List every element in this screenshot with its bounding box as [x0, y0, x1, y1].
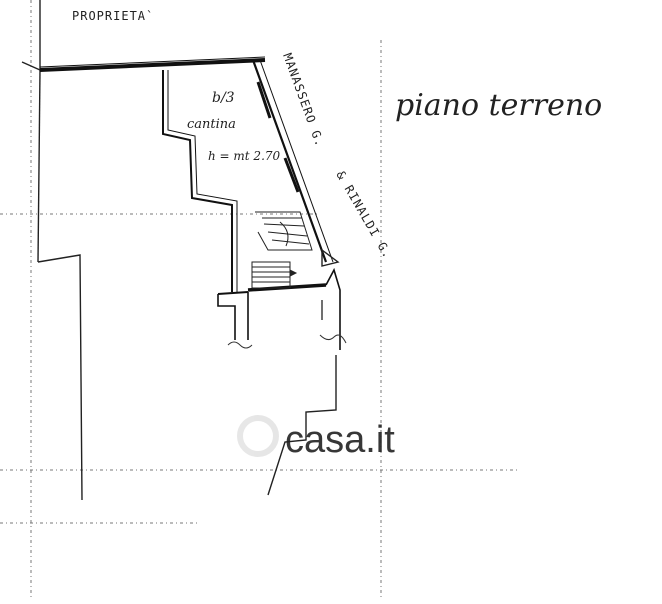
cantina-left-wall	[162, 70, 233, 292]
boundary-lower-jog	[37, 254, 83, 501]
reference-lines	[0, 0, 520, 600]
room-code: b/3	[212, 90, 235, 106]
top-wall-inner	[39, 56, 266, 68]
watermark-text: casa.it	[285, 419, 395, 461]
room-name: cantina	[187, 117, 236, 132]
staircase	[251, 211, 313, 289]
property-label: PROPRIETA`	[72, 9, 154, 23]
lower-right-wall	[325, 267, 341, 350]
boundary-left-wall	[37, 69, 41, 263]
street-label-2: & RINALDI G.	[333, 169, 394, 261]
street-wall-outer	[259, 59, 334, 263]
stair-arrow	[289, 269, 298, 277]
watermark-logo-icon	[237, 415, 279, 457]
break-mark-left	[227, 341, 253, 349]
lower-left-wall	[217, 294, 236, 340]
window-1	[256, 81, 272, 119]
stair-step	[263, 223, 305, 227]
window-2	[283, 157, 300, 193]
entrance-marker	[321, 248, 340, 267]
break-marks	[227, 334, 347, 349]
building-walls	[39, 56, 341, 350]
stair-upper-flight	[255, 211, 313, 251]
cantina-bottom-wall-left	[217, 291, 249, 295]
lower-stepped-outline	[267, 355, 337, 496]
property-boundary	[21, 0, 83, 501]
room-height: h = mt 2.70	[208, 149, 281, 163]
boundary-corner-tick	[21, 61, 41, 71]
stair-lower-flight	[251, 261, 291, 289]
cantina-left-wall-inner	[167, 70, 238, 292]
watermark: casa.it	[237, 415, 395, 461]
top-wall	[39, 58, 266, 72]
stair-curve	[279, 221, 289, 247]
street-wall	[251, 59, 328, 263]
stair-step	[271, 239, 310, 245]
break-mark-right	[319, 334, 347, 344]
floor-title: piano terreno	[395, 88, 602, 123]
